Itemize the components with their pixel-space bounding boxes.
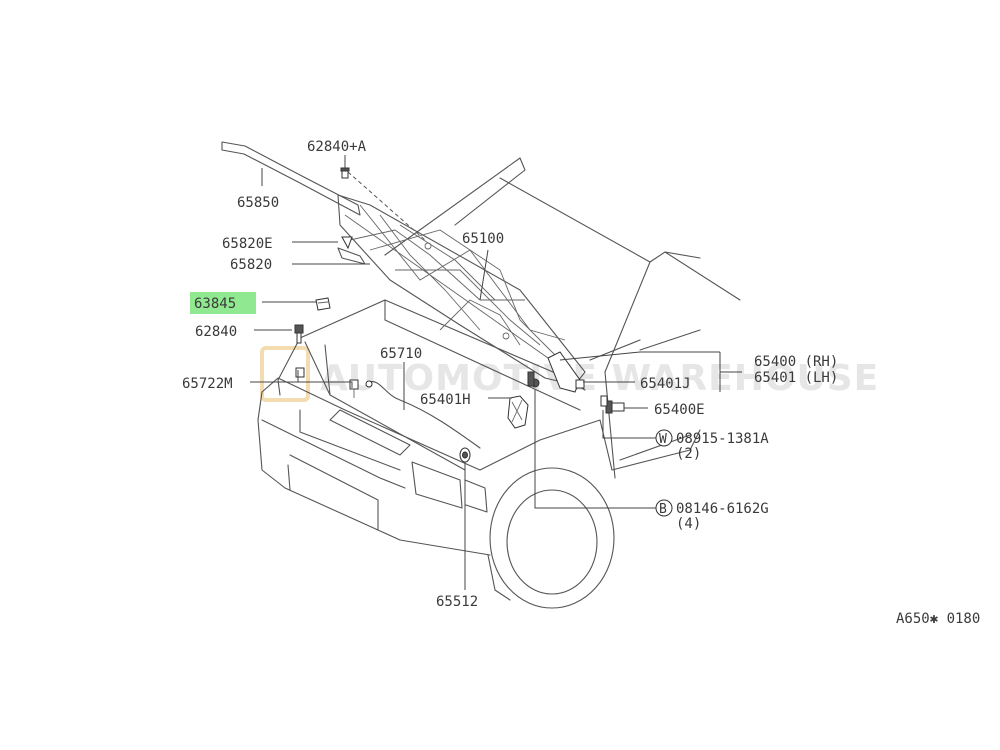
label-65820[interactable]: 65820 xyxy=(230,257,272,273)
label-65400e[interactable]: 65400E xyxy=(654,402,705,418)
hinge-65401h xyxy=(507,395,529,429)
car-body xyxy=(257,157,741,609)
label-65722m[interactable]: 65722M xyxy=(182,376,233,392)
label-highlight-63845 xyxy=(190,292,256,314)
hood-insulator-strip xyxy=(337,247,366,265)
label-63845[interactable]: 63845 xyxy=(194,296,236,312)
watermark: AUTOMOTIVE WAREHOUSE xyxy=(260,346,879,402)
bumper-62840 xyxy=(294,324,304,344)
clip-63845 xyxy=(315,297,331,311)
bolt-symbol-circle xyxy=(655,499,673,517)
label-65401h[interactable]: 65401H xyxy=(420,392,471,408)
watermark-text: AUTOMOTIVE WAREHOUSE xyxy=(320,358,879,399)
hood-seal-strip xyxy=(221,141,361,216)
hood-panel xyxy=(337,194,586,386)
label-65710[interactable]: 65710 xyxy=(380,346,422,362)
hood-lock-cable-65710 xyxy=(365,380,481,449)
label-08146-qty: (4) xyxy=(676,516,701,532)
label-65100[interactable]: 65100 xyxy=(462,231,504,247)
part-labels: 62840+A 65850 65820E 65820 63845 62840 6… xyxy=(182,139,980,627)
figure-code: A650✱ 0180 xyxy=(896,611,980,627)
bolt-symbol-letter: B xyxy=(659,502,667,517)
label-08915-qty: (2) xyxy=(676,446,701,462)
clip-65820e xyxy=(341,236,353,250)
label-65401[interactable]: 65401 (LH) xyxy=(754,370,838,386)
leader-lines xyxy=(250,155,742,590)
label-65512[interactable]: 65512 xyxy=(436,594,478,610)
label-65820e[interactable]: 65820E xyxy=(222,236,273,252)
label-65401j[interactable]: 65401J xyxy=(640,376,691,392)
washer-08915 xyxy=(600,395,608,407)
rubber-65722m xyxy=(295,367,359,398)
label-62840a[interactable]: 62840+A xyxy=(307,139,367,155)
washer-symbol-letter: W xyxy=(659,432,667,447)
label-08915[interactable]: 08915-1381A xyxy=(676,431,769,447)
label-08146[interactable]: 08146-6162G xyxy=(676,501,769,517)
washer-symbol-circle xyxy=(655,429,673,447)
hood-lock-65512 xyxy=(459,447,471,463)
label-62840[interactable]: 62840 xyxy=(195,324,237,340)
bolt-65400e xyxy=(605,400,625,414)
watermark-logo-box xyxy=(260,346,310,402)
clip-65401j xyxy=(575,379,585,389)
label-65850[interactable]: 65850 xyxy=(237,195,279,211)
label-65400[interactable]: 65400 (RH) xyxy=(754,354,838,370)
